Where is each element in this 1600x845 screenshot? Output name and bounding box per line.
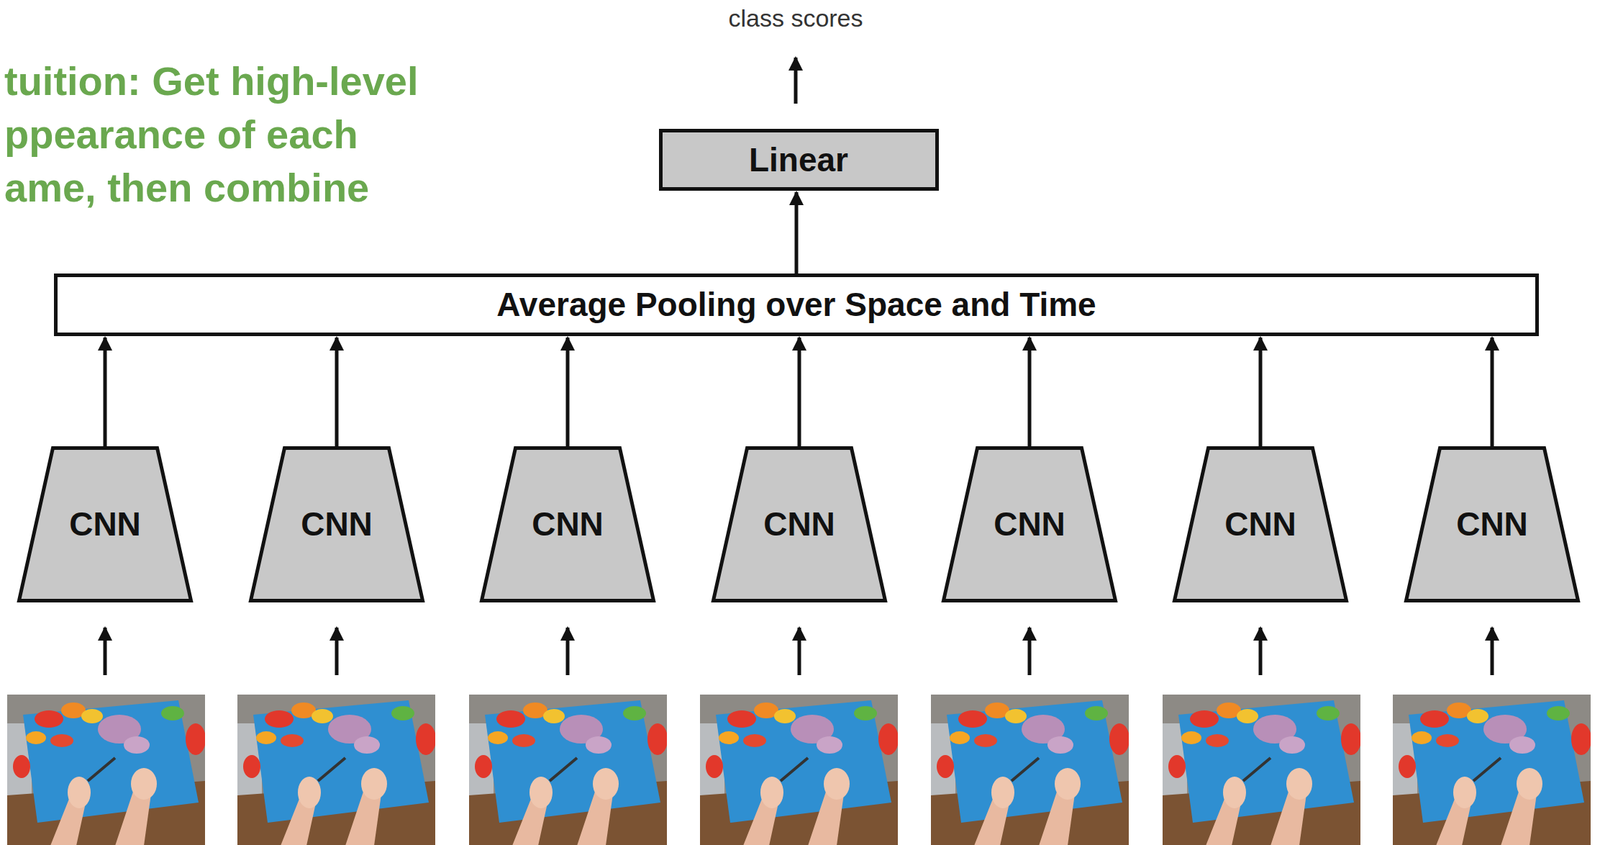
output-label: class scores <box>728 4 863 33</box>
node-label: Linear <box>748 141 849 179</box>
node-label: CNN <box>1224 505 1297 543</box>
video-frame <box>1162 694 1362 845</box>
node-label: Average Pooling over Space and Time <box>496 286 1096 324</box>
flow-arrow <box>794 192 799 274</box>
intuition-note: tuition: Get high-level ppearance of eac… <box>4 54 436 215</box>
input-arrow <box>1028 627 1032 675</box>
trapezoid-shape <box>943 448 1116 601</box>
pooling-box: Average Pooling over Space and Time <box>53 273 1539 336</box>
flow-arrow <box>335 337 339 447</box>
cnn-trapezoid: CNN <box>479 446 656 603</box>
flow-arrow <box>1028 337 1032 447</box>
flow-arrow <box>797 337 802 447</box>
node-label: CNN <box>993 505 1066 543</box>
flow-arrow <box>103 337 108 447</box>
linear-layer-box: Linear <box>658 128 939 191</box>
cnn-trapezoid: CNN <box>941 446 1118 603</box>
trapezoid-shape <box>1406 448 1579 601</box>
input-arrow <box>797 627 802 675</box>
video-frame <box>1392 694 1592 845</box>
trapezoid-shape <box>1174 448 1347 601</box>
flow-arrow <box>1490 337 1495 447</box>
trapezoid-shape <box>251 448 424 601</box>
node-label: CNN <box>763 505 836 543</box>
video-frame <box>237 694 436 845</box>
video-frame <box>930 694 1130 845</box>
cnn-trapezoid: CNN <box>1404 446 1580 603</box>
input-arrow <box>566 627 570 675</box>
node-label: CNN <box>531 505 604 543</box>
input-arrow <box>103 627 108 675</box>
cnn-trapezoid: CNN <box>1172 446 1349 603</box>
trapezoid-shape <box>19 448 192 601</box>
output-arrow <box>794 57 798 104</box>
video-frame <box>7 694 206 845</box>
input-arrow <box>1258 627 1263 675</box>
input-arrow <box>1490 627 1495 675</box>
video-frame <box>700 694 899 845</box>
node-label: CNN <box>300 505 373 543</box>
cnn-trapezoid: CNN <box>711 446 888 603</box>
flow-arrow <box>566 337 570 447</box>
cnn-trapezoid: CNN <box>248 446 425 603</box>
flow-arrow <box>1258 337 1263 447</box>
cnn-trapezoid: CNN <box>17 446 193 603</box>
trapezoid-shape <box>713 448 886 601</box>
input-arrow <box>335 627 339 675</box>
node-label: CNN <box>69 505 142 543</box>
node-label: CNN <box>1456 505 1529 543</box>
trapezoid-shape <box>482 448 654 601</box>
video-frame <box>469 694 668 845</box>
